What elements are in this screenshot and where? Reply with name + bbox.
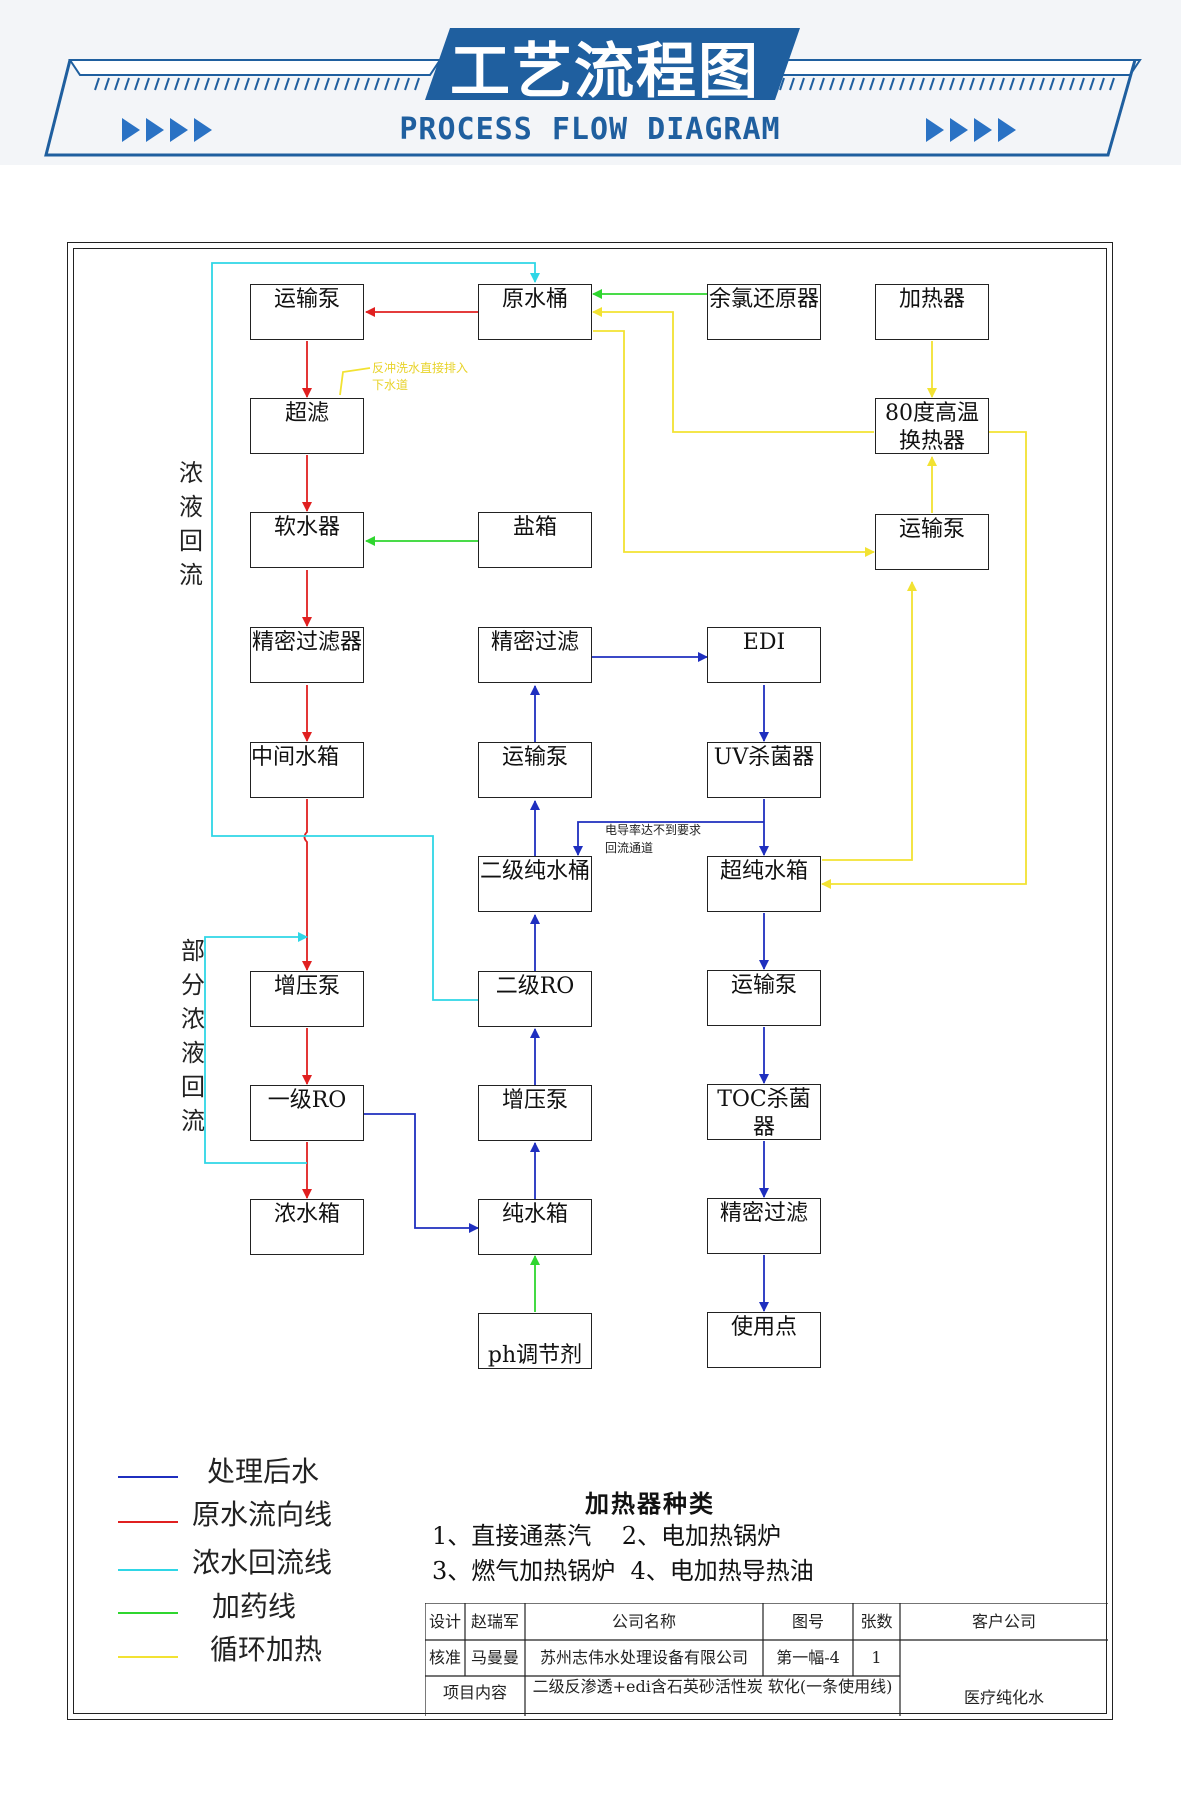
tb-sheets: 1 [871,1648,882,1667]
node-pure-water-tank: 纯水箱 [478,1199,592,1255]
node-precision-filter-1: 精密过滤器 [250,627,364,683]
node-primary-ro: 一级RO [250,1085,364,1141]
node-edi: EDI [707,627,821,683]
yellow-exchanger-to-ultrapure [821,431,1027,889]
yellow-raw-to-pump4 [593,330,875,557]
legend-swatch-heating [118,1656,178,1658]
node-transport-pump-2: 运输泵 [478,742,592,798]
label-partial-concentrate-return: 部分浓液回流 [181,937,205,1135]
tb-company: 苏州志伟水处理设备有限公司 [539,1648,748,1667]
node-chlorine-reducer: 余氯还原器 [707,284,821,340]
tb-design-label: 设计 [428,1612,461,1631]
node-softener: 软水器 [250,512,364,568]
tb-project: 二级反渗透+edi含石英砂活性炭 软化(一条使用线) [532,1678,893,1696]
legend-swatch-treated [118,1476,178,1478]
node-transport-pump-1: 运输泵 [250,284,364,340]
yellow-backwash-leader [339,367,371,396]
note-conductivity-line1: 电导率达不到要求 [605,823,702,837]
tb-company-header: 公司名称 [611,1612,676,1631]
node-toc-sterilizer: TOC杀菌器 [707,1084,821,1140]
heater-types-line-2: 3、燃气加热锅炉 4、电加热导热油 [432,1557,814,1585]
blue-conductivity-return [573,821,764,856]
drawing-frame-inner [73,248,1107,1714]
header-banner: 工艺流程图 PROCESS FLOW DIAGRAM [0,0,1181,165]
node-ultrapure-tank: 超纯水箱 [707,856,821,912]
legend-label-heating: 循环加热 [210,1633,323,1666]
legend-swatch-dosing [118,1612,178,1614]
tb-client-header: 客户公司 [971,1612,1036,1631]
tb-designer: 赵瑞军 [470,1612,519,1631]
cyan-ro1-partial-return [204,932,308,1164]
tb-approve-label: 核准 [428,1648,461,1667]
label-concentrate-return: 浓液回流 [179,459,203,589]
node-transport-pump-4: 运输泵 [875,514,989,570]
node-ph-regulator: ph调节剂 [478,1313,592,1369]
legend-label-treated: 处理后水 [207,1455,320,1488]
yellow-ultrapure-to-pump4 [822,581,917,861]
node-precision-filter-2: 精密过滤 [478,627,592,683]
node-concentrate-tank: 浓水箱 [250,1199,364,1255]
node-heat-exchanger: 80度高温换热器 [875,398,989,454]
red-midtank-to-booster1 [302,799,312,971]
tb-approver: 马曼曼 [470,1648,519,1667]
cyan-ro2-return-to-raw [211,262,540,1001]
node-intermediate-tank: 中间水箱 [250,742,364,798]
legend-swatch-concentrate [118,1569,178,1571]
legend-label-dosing: 加药线 [212,1590,297,1623]
banner-title: 工艺流程图 [450,37,760,107]
node-precision-filter-3: 精密过滤 [707,1198,821,1254]
legend-label-raw: 原水流向线 [192,1498,333,1531]
blue-ro1-to-purewater [364,1113,479,1233]
node-raw-water-tank: 原水桶 [478,284,592,340]
legend-swatch-raw [118,1521,178,1523]
banner-graphic [44,28,1142,157]
title-block-grid [425,1603,1108,1716]
yellow-exchanger-to-raw [592,307,874,433]
tb-client: 医疗纯化水 [963,1688,1044,1707]
node-transport-pump-3: 运输泵 [707,970,821,1026]
title-block: 设计 赵瑞军 公司名称 图号 张数 客户公司 核准 马曼曼 苏州志伟水处理设备有… [425,1603,1108,1716]
node-booster-pump-1: 增压泵 [250,971,364,1027]
heater-types-title: 加热器种类 [585,1489,715,1518]
node-secondary-pure-tank: 二级纯水桶 [478,856,592,912]
tb-drawing-no-header: 图号 [791,1612,824,1631]
node-heater: 加热器 [875,284,989,340]
node-point-of-use: 使用点 [707,1312,821,1368]
note-conductivity-line2: 回流通道 [605,841,654,855]
node-booster-pump-2: 增压泵 [478,1085,592,1141]
node-salt-tank: 盐箱 [478,512,592,568]
node-secondary-ro: 二级RO [478,971,592,1027]
drawing-frame-outer [67,242,1113,1720]
tb-drawing-no: 第一幅-4 [776,1648,840,1667]
node-ultrafiltration: 超滤 [250,398,364,454]
tb-sheets-header: 张数 [860,1612,893,1631]
tb-project-label: 项目内容 [442,1683,507,1702]
banner-subtitle: PROCESS FLOW DIAGRAM [399,112,781,147]
note-backwash: 反冲洗水直接排入下水道 [372,361,469,392]
node-uv-sterilizer: UV杀菌器 [707,742,821,798]
heater-types-line-1: 1、直接通蒸汽 2、电加热锅炉 [432,1522,782,1550]
legend-label-concentrate: 浓水回流线 [192,1546,333,1579]
